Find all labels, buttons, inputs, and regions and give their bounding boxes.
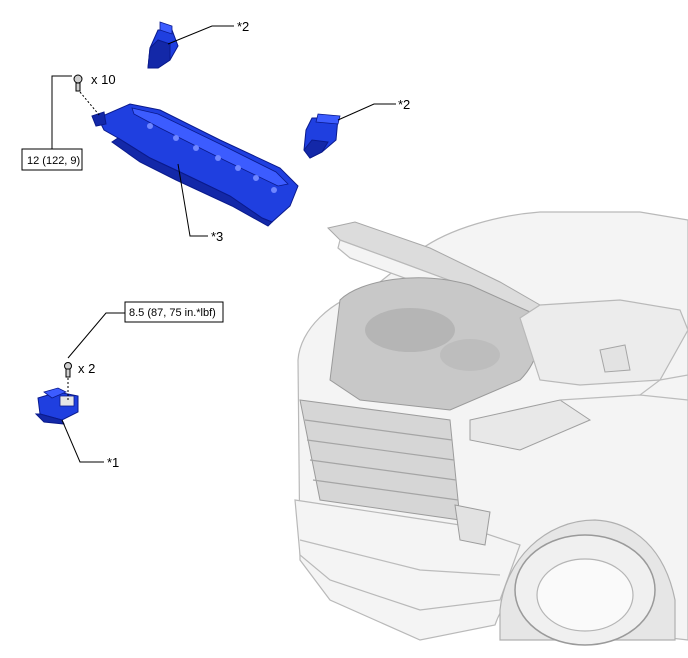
torque-spec-lower: 8.5 (87, 75 in.*lbf): [129, 307, 216, 319]
engine-component: [440, 339, 500, 371]
callout-3: *3: [211, 229, 223, 244]
torque-spec-upper: 12 (122, 9): [27, 155, 80, 167]
side-mirror: [599, 344, 631, 373]
callout-2-top: *2: [237, 19, 249, 34]
fog-lamp: [454, 504, 491, 546]
torque-box-upper: 12 (122, 9): [21, 148, 83, 171]
cowl-panel-holes: [147, 123, 277, 193]
grille-slats: [304, 419, 459, 501]
bolt-upper-icon: [73, 74, 83, 92]
headlight: [469, 399, 592, 451]
bolt-lower-icon: [64, 362, 72, 378]
part-2-right-bracket: [303, 113, 341, 159]
part-3-cowl-panel: [91, 103, 299, 227]
front-rim: [536, 558, 634, 632]
quantity-lower-bolts: x 2: [78, 361, 95, 376]
door-line: [639, 374, 688, 396]
callout-1: *1: [107, 455, 119, 470]
callout-2-right: *2: [398, 97, 410, 112]
bumper-line: [299, 539, 501, 576]
engine-cover: [365, 308, 455, 352]
vehicle-illustration: [294, 211, 688, 646]
quantity-upper-bolts: x 10: [91, 72, 116, 87]
windshield: [519, 299, 688, 386]
part-1-module: [34, 387, 79, 425]
part-2-top-bracket: [147, 21, 179, 69]
leader-lines: [51, 25, 396, 463]
torque-box-lower: 8.5 (87, 75 in.*lbf): [124, 301, 224, 323]
